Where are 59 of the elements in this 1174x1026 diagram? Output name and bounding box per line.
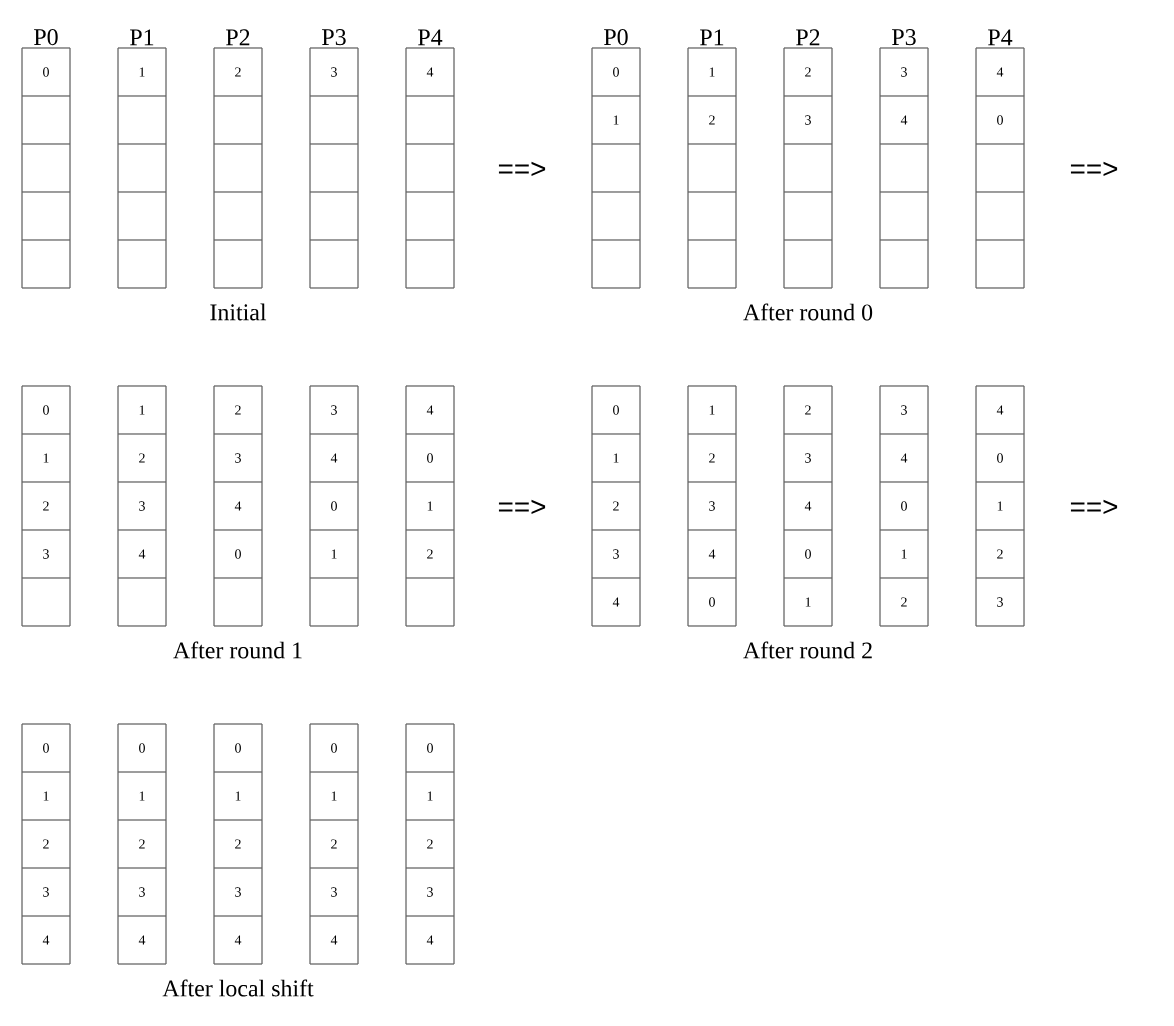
cell (117, 239, 167, 289)
cell (117, 577, 167, 627)
caption: Initial (210, 303, 267, 321)
cell (879, 191, 929, 241)
arrow-text: ==> (498, 499, 546, 515)
cell (309, 95, 359, 145)
node-label: P1 (130, 29, 154, 46)
cell (213, 239, 263, 289)
arrow-text: ==> (1070, 161, 1118, 177)
cell (213, 191, 263, 241)
cell (309, 577, 359, 627)
cell (309, 239, 359, 289)
cell (21, 143, 71, 193)
cell (405, 239, 455, 289)
cell (117, 191, 167, 241)
cell (309, 143, 359, 193)
cell (879, 143, 929, 193)
arrow-text: ==> (1070, 499, 1118, 515)
cell (687, 239, 737, 289)
cell (783, 239, 833, 289)
node-label: P0 (604, 29, 628, 46)
cell (21, 577, 71, 627)
cell (879, 239, 929, 289)
node-label: P4 (418, 29, 443, 46)
node-label: P3 (892, 29, 916, 46)
node-label: P0 (34, 29, 58, 46)
cell (213, 577, 263, 627)
cell (117, 95, 167, 145)
cell (405, 577, 455, 627)
cell (405, 143, 455, 193)
cell (21, 191, 71, 241)
cell (117, 143, 167, 193)
cell (213, 143, 263, 193)
cell (213, 95, 263, 145)
cell (783, 191, 833, 241)
node-label: P2 (226, 29, 250, 46)
cell (975, 239, 1025, 289)
caption: After round 0 (743, 303, 873, 321)
cell (687, 191, 737, 241)
caption: After round 2 (743, 641, 872, 659)
cell (309, 191, 359, 241)
cell (975, 191, 1025, 241)
cell (591, 191, 641, 241)
cell (405, 191, 455, 241)
cell (687, 143, 737, 193)
cell (591, 143, 641, 193)
cell (783, 143, 833, 193)
node-label: P4 (988, 29, 1013, 46)
cell (591, 239, 641, 289)
node-label: P2 (796, 29, 820, 46)
arrow-text: ==> (498, 161, 546, 177)
caption: After round 1 (173, 641, 302, 659)
node-label: P3 (322, 29, 346, 46)
cell (21, 95, 71, 145)
cell (21, 239, 71, 289)
cell (975, 143, 1025, 193)
caption: After local shift (162, 979, 314, 997)
node-label: P1 (700, 29, 724, 46)
cell (405, 95, 455, 145)
